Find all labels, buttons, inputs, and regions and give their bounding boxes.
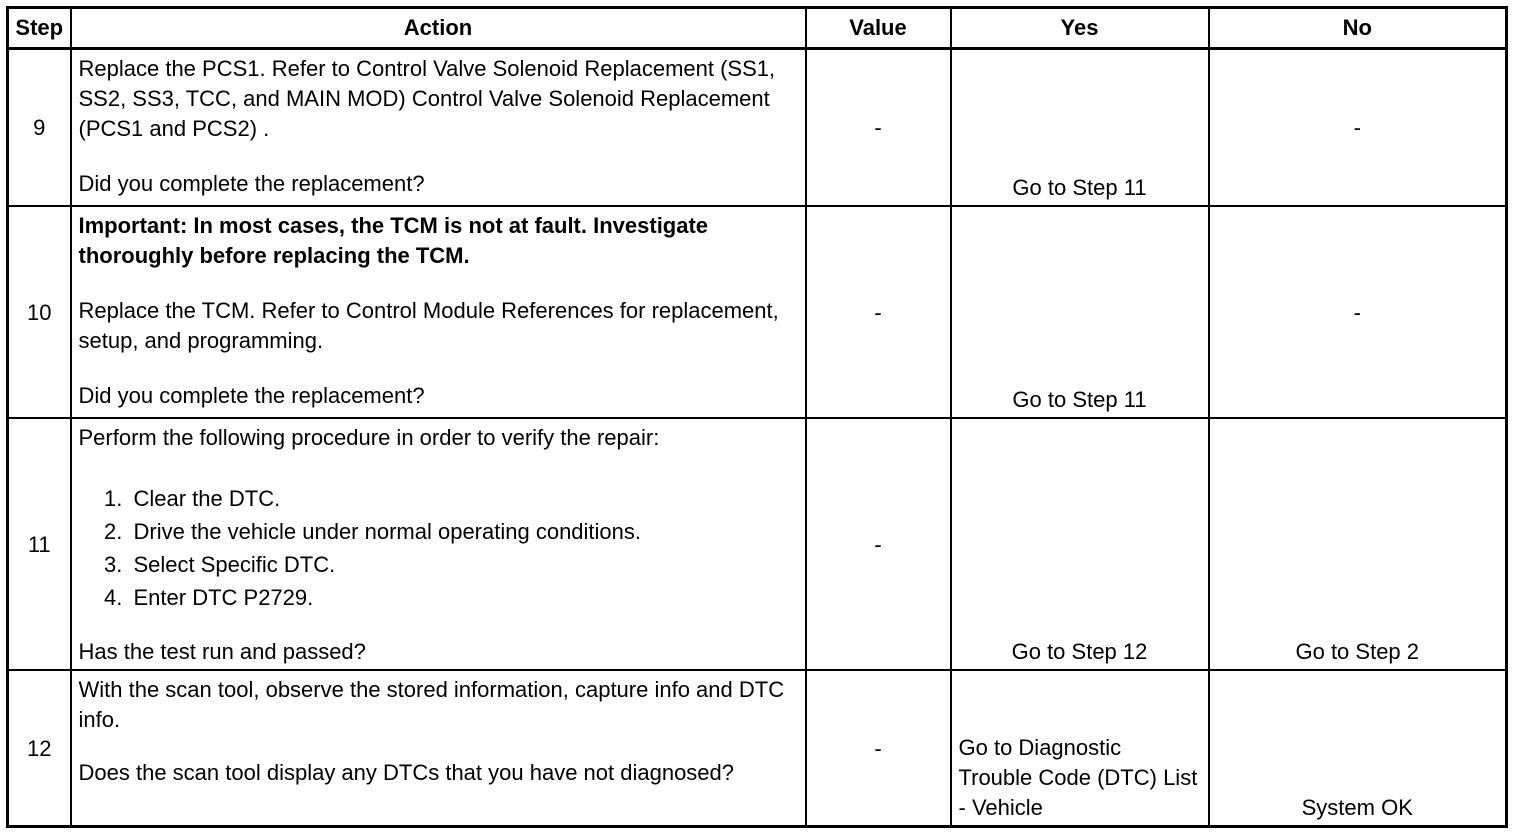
value-cell: - [804,204,952,419]
yes-cell: Go to Diagnostic Trouble Code (DTC) List… [949,668,1210,828]
action-cell: Replace the PCS1. Refer to Control Valve… [69,47,807,207]
yes-cell: Go to Step 12 [949,416,1210,671]
header-action: Action [69,6,807,50]
no-cell: - [1207,204,1508,419]
no-cell: System OK [1207,668,1508,828]
procedure-list: Clear the DTC. Drive the vehicle under n… [79,482,798,614]
step-number: 10 [6,204,72,419]
table-row: 12 With the scan tool, observe the store… [6,668,1508,828]
list-item: Clear the DTC. [129,482,798,515]
action-question: Did you complete the replacement? [78,382,425,408]
table-row: 10 Important: In most cases, the TCM is … [6,204,1508,419]
yes-cell: Go to Step 11 [949,204,1210,419]
action-text: Replace the TCM. Refer to Control Module… [78,297,779,353]
list-item: Drive the vehicle under normal operating… [129,515,798,548]
important-note: Important: In most cases, the TCM is not… [78,212,709,268]
action-text: Replace the PCS1. Refer to Control Valve… [78,56,776,141]
yes-cell: Go to Step 11 [949,47,1210,207]
action-cell: Important: In most cases, the TCM is not… [69,204,807,419]
header-yes: Yes [949,6,1210,50]
action-question: Does the scan tool display any DTCs that… [78,759,735,785]
action-text: Perform the following procedure in order… [78,424,660,450]
action-question: Has the test run and passed? [78,638,366,664]
table-row: 11 Perform the following procedure in or… [6,416,1508,671]
value-cell: - [804,668,952,828]
list-item: Select Specific DTC. [129,548,798,581]
header-step: Step [6,6,72,50]
action-cell: Perform the following procedure in order… [69,416,807,671]
table-row: 9 Replace the PCS1. Refer to Control Val… [6,47,1508,207]
action-text: With the scan tool, observe the stored i… [78,676,785,732]
step-number: 11 [6,416,72,671]
step-number: 12 [6,668,72,828]
action-question: Did you complete the replacement? [78,171,425,196]
value-cell: - [804,416,952,671]
header-row: Step Action Value Yes No [6,6,1508,50]
step-number: 9 [6,47,72,207]
list-item: Enter DTC P2729. [129,581,798,614]
no-cell: Go to Step 2 [1207,416,1508,671]
value-cell: - [804,47,952,207]
header-value: Value [804,6,952,50]
diagnostic-table: Step Action Value Yes No 9 Replace the P… [6,6,1508,828]
no-cell: - [1207,47,1508,207]
action-cell: With the scan tool, observe the stored i… [69,668,807,828]
header-no: No [1207,6,1508,50]
